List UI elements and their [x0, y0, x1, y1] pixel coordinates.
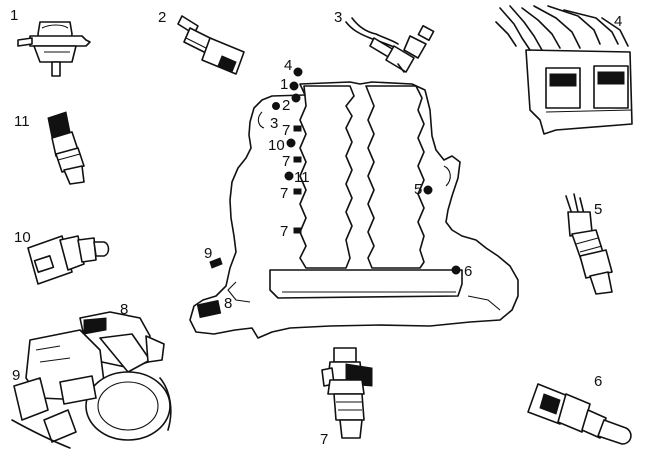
label-engine-1: 1: [280, 76, 288, 93]
part-1-pressure-regulator: [17, 21, 91, 77]
marker-6: [451, 265, 461, 275]
label-engine-2: 2: [282, 97, 290, 114]
label-engine-8: 8: [224, 295, 232, 312]
label-engine-3: 3: [270, 115, 278, 132]
part-6-temperature-sensor: [527, 383, 632, 445]
marker-2a: [291, 93, 301, 103]
marker-2b: [272, 102, 280, 110]
engine-sensor-markers: [196, 67, 461, 319]
part-5-oxygen-sensor: [565, 193, 613, 295]
label-part-9: 9: [12, 367, 20, 384]
label-part-8: 8: [120, 301, 128, 318]
label-engine-7c: 7: [280, 185, 288, 202]
marker-8: [196, 299, 222, 319]
label-engine-4: 4: [284, 57, 292, 74]
label-engine-7d: 7: [280, 223, 288, 240]
label-part-6: 6: [594, 373, 602, 390]
marker-11: [284, 171, 294, 181]
marker-1: [289, 81, 299, 91]
marker-7a: [293, 125, 302, 132]
marker-5: [423, 185, 433, 195]
part-3-wired-sensor: [345, 17, 435, 73]
label-engine-7a: 7: [282, 122, 290, 139]
label-engine-7b: 7: [282, 153, 290, 170]
label-part-2: 2: [158, 9, 166, 26]
label-engine-11: 11: [294, 169, 310, 186]
part-8-9-throttle-body: [11, 311, 172, 449]
marker-7d: [293, 227, 302, 234]
label-engine-5: 5: [414, 181, 422, 198]
marker-4: [293, 67, 303, 77]
part-4-ignition-module: [495, 5, 633, 135]
part-2-temperature-sender: [177, 15, 245, 75]
label-part-11: 11: [14, 113, 30, 130]
marker-7c: [293, 188, 302, 195]
label-part-4: 4: [614, 13, 622, 30]
label-part-10: 10: [14, 229, 31, 246]
marker-7b: [293, 156, 302, 163]
label-engine-9: 9: [204, 245, 212, 262]
label-part-7: 7: [320, 431, 328, 448]
label-engine-10: 10: [268, 137, 285, 154]
part-10-sender-unit: [27, 235, 110, 285]
engine-block: [189, 81, 519, 339]
label-part-1: 1: [10, 7, 18, 24]
callout-labels: 1 2 3 4 11 5 10 8 9 6 7 4 1 2 3 7 10 7 1…: [10, 7, 622, 448]
part-11-switch: [47, 111, 85, 185]
label-part-5: 5: [594, 201, 602, 218]
label-part-3: 3: [334, 9, 342, 26]
label-engine-6: 6: [464, 263, 472, 280]
part-7-fuel-injector: [321, 347, 373, 439]
marker-9: [209, 257, 223, 269]
marker-10: [286, 138, 296, 148]
